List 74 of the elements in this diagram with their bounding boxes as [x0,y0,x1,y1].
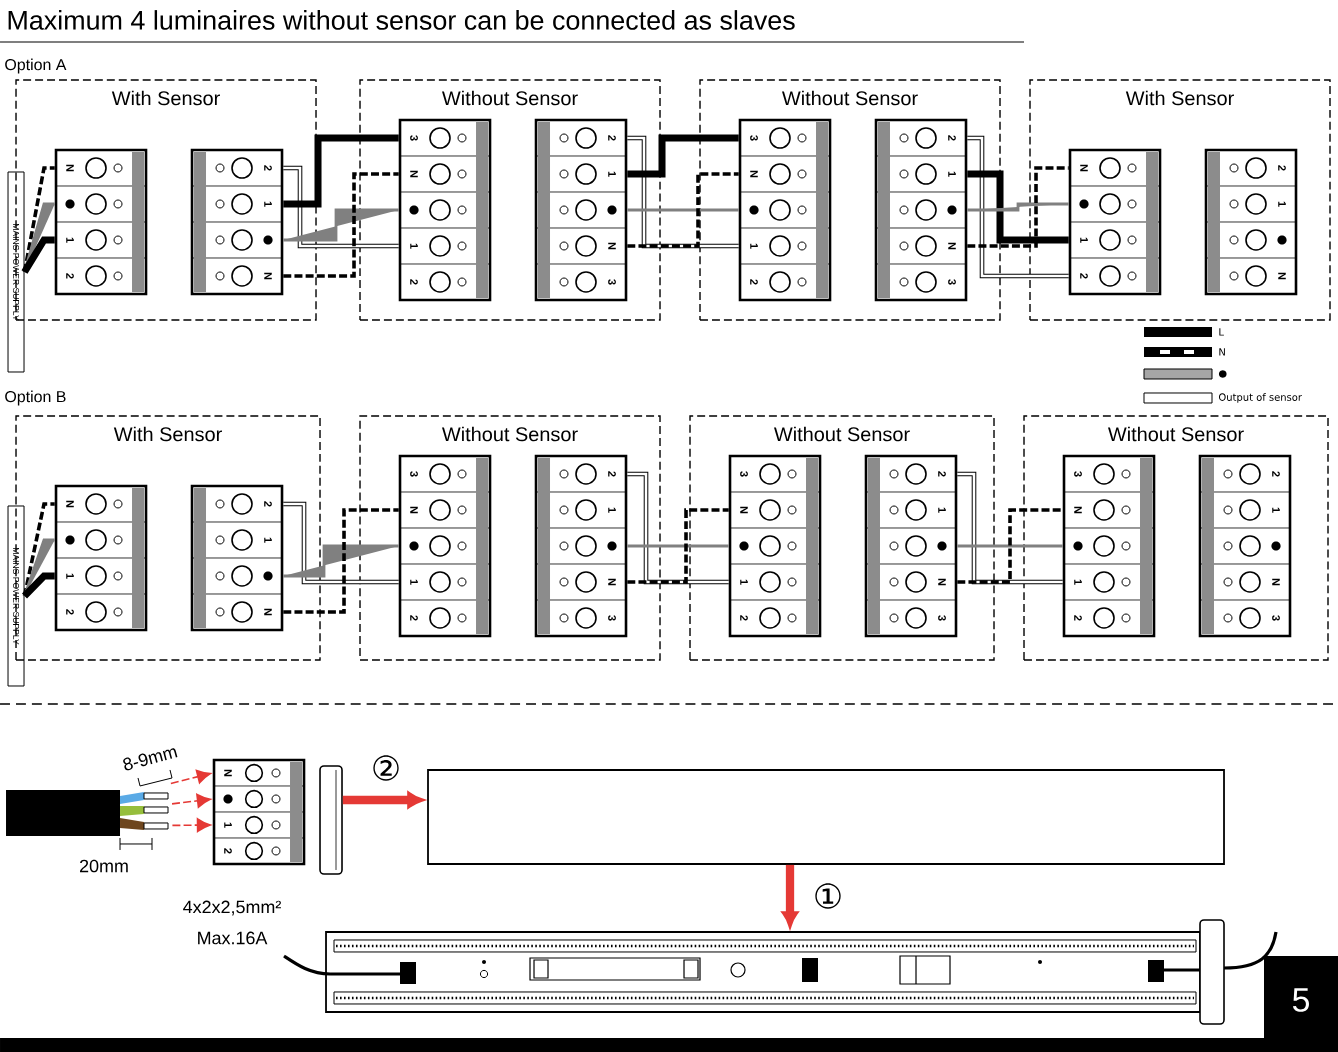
luminaire-frame [359,415,661,661]
terminal-block [864,454,958,638]
wire [957,508,1063,584]
terminal-block [874,118,968,302]
luminaire-frame [15,79,317,321]
wire [957,471,1063,585]
luminaire-frame [1029,79,1331,321]
wire [22,502,55,597]
frame-heading: With Sensor [1125,90,1234,106]
wire [967,135,1069,279]
step-number: ① [810,881,846,911]
frame-heading: With Sensor [113,426,222,442]
wire [957,544,1063,548]
frame-heading: Without Sensor [442,90,578,106]
wire [627,471,729,585]
frame-heading: Without Sensor [1108,426,1244,442]
wire [965,202,1071,212]
page-number: 5 [1264,956,1338,1052]
wire [283,165,399,249]
luminaire-frame [359,79,661,321]
wire [627,134,739,178]
terminal-block [728,454,822,638]
wire [627,135,739,249]
dimension-label: 8-9mm [123,748,178,771]
wire [281,208,401,242]
diffuser-cover [427,769,1225,865]
step-number: ② [368,753,404,783]
wire [283,501,399,585]
terminal-block [190,484,284,632]
wire [283,508,399,614]
wire [627,208,739,212]
wire [281,544,401,578]
title: Maximum 4 luminaires without sensor can be connected as slaves [8,10,795,30]
wire [283,134,399,208]
terminal-block [1068,148,1162,296]
terminal-block [738,118,832,302]
terminal-block [1204,148,1298,296]
end-cap [319,765,343,875]
frame-heading: Without Sensor [774,426,910,442]
arrow [342,792,423,808]
terminal-block [212,758,306,866]
wire [21,236,55,274]
arrow [170,769,212,785]
terminal-block [398,118,492,302]
arrow [782,864,798,927]
wire [22,572,55,599]
terminal-block [534,118,628,302]
arrow [171,793,211,808]
current-rating: Max.16A [198,931,268,945]
terminal-block [1198,454,1292,638]
luminaire-frame [699,79,1001,321]
wire [627,508,729,584]
wire [23,538,57,598]
wire [627,172,739,248]
dimension-label: 20mm [80,859,128,873]
frame-heading: Without Sensor [442,426,578,442]
terminal-block [398,454,492,638]
luminaire-frame [15,415,321,661]
wire [627,544,729,548]
cable-spec: 4x2x2,5mm² [183,900,281,916]
luminaire-frame [1023,415,1329,661]
wire [23,202,57,274]
luminaire-body-drawing [283,919,1278,1025]
cable-drawing [6,790,169,836]
terminal-block [1062,454,1156,638]
terminal-block [54,484,148,632]
terminal-block [54,148,148,296]
terminal-block [190,148,284,296]
arrow [171,818,211,833]
frame-heading: With Sensor [111,90,220,106]
luminaire-frame [689,415,995,661]
wire [283,172,399,278]
frame-heading: Without Sensor [782,90,918,106]
terminal-block [534,454,628,638]
